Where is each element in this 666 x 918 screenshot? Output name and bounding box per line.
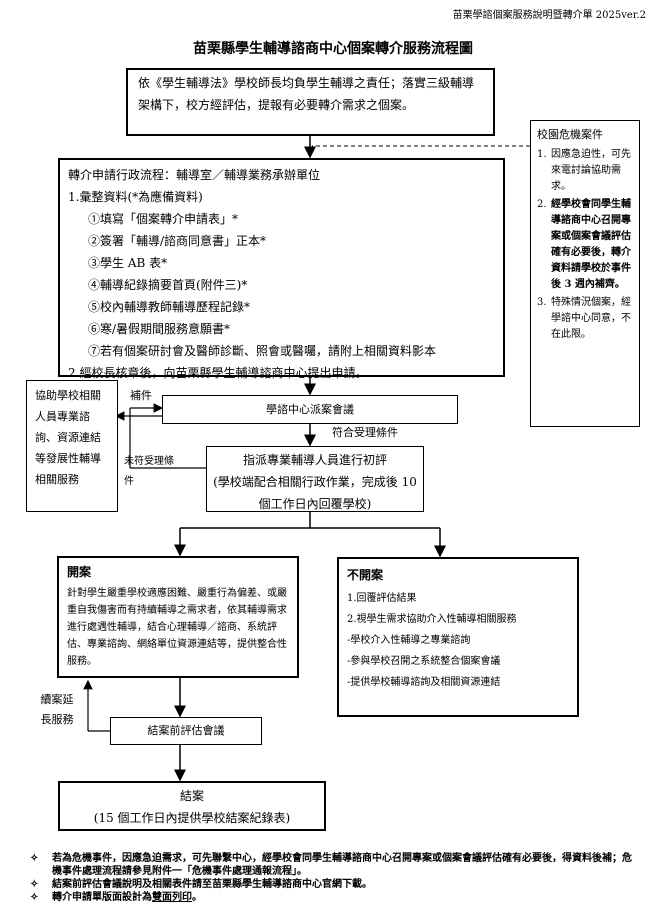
assist-box: 協助學校相關人員專業諮詢、資源連結等發展性輔導相關服務 bbox=[26, 380, 118, 512]
close-line-2: (15 個工作日內提供學校結案紀錄表) bbox=[93, 811, 291, 825]
note-item: ✧ 轉介申請單版面設計為雙面列印。 bbox=[30, 892, 202, 903]
crisis-item: 2. 經學校會同學生輔導諮商中心召開專案或個案會議評估確有必要後，轉介資料請學校… bbox=[537, 199, 631, 290]
process-step-2: 2.經校長核章後，向苗栗縣學生輔導諮商中心提出申請。 bbox=[68, 366, 368, 380]
page-title: 苗栗縣學生輔導諮商中心個案轉介服務流程圖 bbox=[193, 41, 473, 57]
dispatch-box: 學諮中心派案會議 bbox=[162, 395, 458, 424]
assign-line-2: (學校端配合相關行政作業，完成後 10 個工作日內回覆學校) bbox=[213, 475, 417, 511]
note-item: ✧ 結案前評估會議說明及相關表件請至苗栗縣學生輔導諮商中心官網下載。 bbox=[30, 879, 372, 890]
open-case-body: 針對學生嚴重學校適應困難、嚴重行為偏差、或嚴重自我傷害而有持續輔導之需求者，依其… bbox=[67, 588, 287, 667]
no-case-item: 1.回覆評估結果 bbox=[347, 593, 417, 604]
intro-text: 依《學生輔導法》學校師長均負學生輔導之責任；落實三級輔導架構下，校方經評估，提報… bbox=[138, 76, 475, 112]
note-bullet-icon: ✧ bbox=[30, 892, 39, 903]
process-item: ⑥寒/暑假期間服務意願書* bbox=[88, 322, 231, 336]
eval-box: 結案前評估會議 bbox=[110, 717, 262, 745]
label-extend: 續案延長服務 bbox=[40, 693, 74, 726]
note-bullet-icon: ✧ bbox=[30, 853, 39, 864]
process-item-list: ①填寫「個案轉介申請表」* ②簽署「輔導/諮商同意書」正本* ③學生 AB 表*… bbox=[68, 208, 495, 362]
note-bullet-icon: ✧ bbox=[30, 879, 39, 890]
no-case-heading: 不開案 bbox=[347, 568, 384, 582]
assign-line-1: 指派專業輔導人員進行初評 bbox=[242, 453, 387, 467]
no-case-item: -學校介入性輔導之專業諮詢 bbox=[347, 635, 471, 646]
dispatch-text: 學諮中心派案會議 bbox=[266, 403, 354, 416]
process-item: ⑦若有個案研討會及醫師診斷、照會或醫囑，請附上相關資料影本 bbox=[88, 344, 437, 358]
eval-text: 結案前評估會議 bbox=[147, 724, 225, 737]
note-emphasis: 雙面列印 bbox=[152, 892, 192, 903]
crisis-heading: 校園危機案件 bbox=[537, 128, 603, 141]
open-case-box: 開案 針對學生嚴重學校適應困難、嚴重行為偏差、或嚴重自我傷害而有持續輔導之需求者… bbox=[57, 556, 299, 678]
crisis-box: 校園危機案件 1. 因應急迫性，可先來電討論協助需求。 2. 經學校會同學生輔導… bbox=[530, 120, 640, 427]
no-case-box: 不開案 1.回覆評估結果 2.視學生需求協助介入性輔導相關服務 -學校介入性輔導… bbox=[337, 557, 579, 717]
process-item: ⑤校內輔導教師輔導歷程記錄* bbox=[88, 300, 251, 314]
assign-box: 指派專業輔導人員進行初評 (學校端配合相關行政作業，完成後 10 個工作日內回覆… bbox=[206, 446, 424, 512]
process-item: ④輔導紀錄摘要首頁(附件三)* bbox=[88, 278, 248, 292]
no-case-item: 2.視學生需求協助介入性輔導相關服務 bbox=[347, 614, 517, 625]
intro-box: 依《學生輔導法》學校師長均負學生輔導之責任；落實三級輔導架構下，校方經評估，提報… bbox=[126, 68, 495, 136]
notes: ✧ 若為危機事件，因應急迫需求，可先聯繫中心，經學校會同學生輔導諮商中心召開專案… bbox=[30, 852, 640, 904]
crisis-item: 3. 特殊情況個案，經學諮中心同意，不在此限。 bbox=[537, 297, 631, 340]
process-item: ③學生 AB 表* bbox=[88, 256, 168, 270]
process-item: ①填寫「個案轉介申請表」* bbox=[88, 212, 239, 226]
close-box: 結案 (15 個工作日內提供學校結案紀錄表) bbox=[58, 781, 326, 831]
page-header: 苗栗學諮個案服務說明暨轉介單 2025ver.2 bbox=[452, 10, 646, 21]
close-line-1: 結案 bbox=[179, 789, 204, 803]
no-case-item: -提供學校輔導諮詢及相關資源連結 bbox=[347, 677, 501, 688]
label-supplement: 補件 bbox=[130, 389, 152, 402]
crisis-item: 1. 因應急迫性，可先來電討論協助需求。 bbox=[537, 149, 631, 192]
label-not-qualified: 未符受理條件 bbox=[124, 456, 174, 487]
process-heading: 轉介申請行政流程：輔導室／輔導業務承辦單位 bbox=[68, 168, 321, 182]
open-case-heading: 開案 bbox=[67, 565, 92, 579]
note-item: ✧ 若為危機事件，因應急迫需求，可先聯繫中心，經學校會同學生輔導諮商中心召開專案… bbox=[30, 853, 632, 877]
process-item: ②簽署「輔導/諮商同意書」正本* bbox=[88, 234, 267, 248]
process-step-1: 1.彙整資料(*為應備資料) bbox=[68, 190, 203, 204]
process-box: 轉介申請行政流程：輔導室／輔導業務承辦單位 1.彙整資料(*為應備資料) ①填寫… bbox=[58, 158, 505, 380]
no-case-item: -參與學校召開之系統整合個案會議 bbox=[347, 656, 501, 667]
label-qualified: 符合受理條件 bbox=[330, 423, 400, 442]
